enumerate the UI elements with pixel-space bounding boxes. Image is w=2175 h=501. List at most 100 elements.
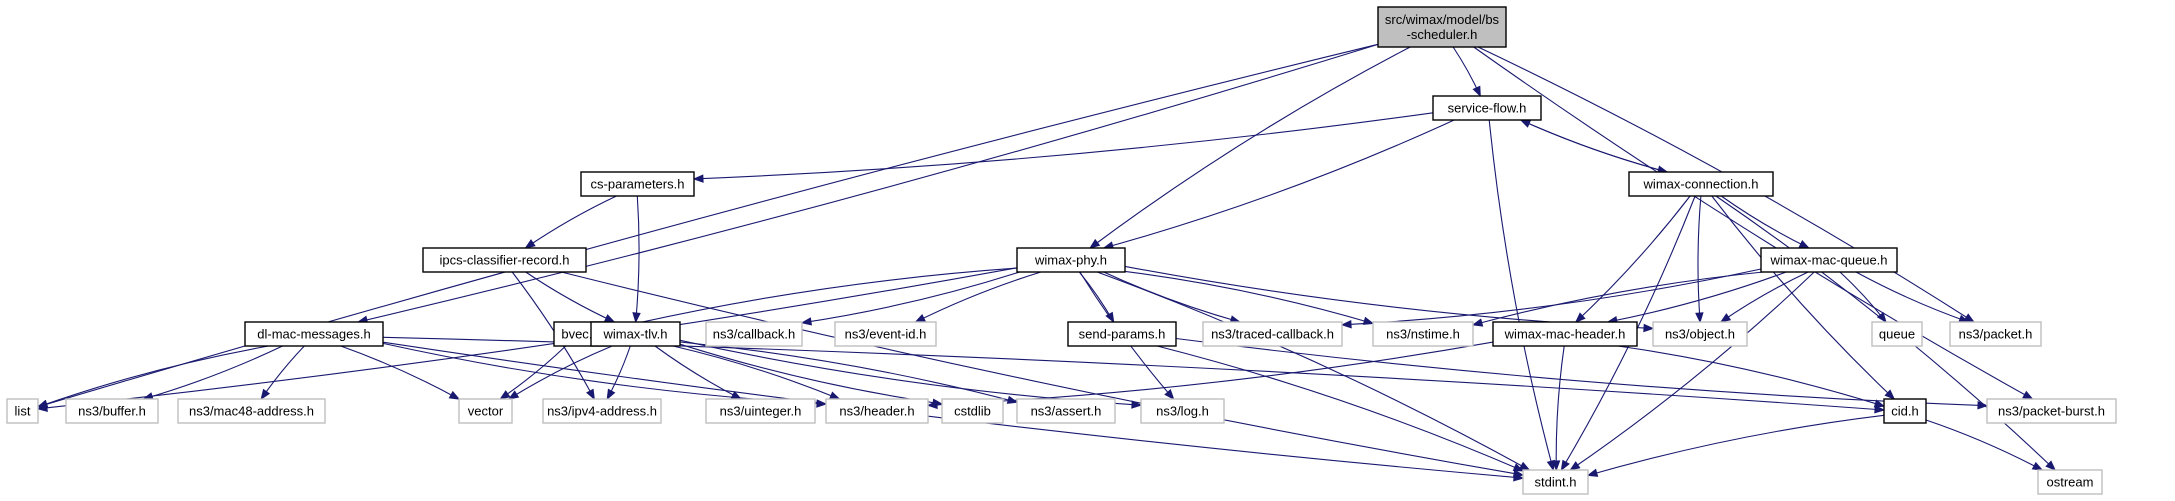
node-box: [244, 321, 384, 347]
edge-service_flow-to-cs_parameters: [693, 112, 1434, 180]
node-wimax-phy[interactable]: wimax-phy.h: [1016, 247, 1126, 273]
edge-wimax_phy-to-stdint: [1097, 271, 1530, 471]
edge-wimax_phy-to-list: [37, 267, 1018, 410]
node-packet-burst: ns3/packet-burst.h: [1986, 398, 2117, 424]
node-label: cstdlib: [954, 404, 991, 419]
node-box: [1067, 321, 1177, 347]
node-box: [65, 398, 159, 424]
edge-cs_parameters-to-ipcs: [525, 195, 617, 249]
edge-wimax_mac_header-to-cid: [1617, 345, 1885, 407]
edge-wimax_mac_queue-to-wimax_mac_header: [1607, 271, 1787, 323]
edge-wimax_mac_header-to-header: [927, 341, 1494, 406]
node-label: -scheduler.h: [1407, 27, 1478, 42]
node-root[interactable]: src/wimax/model/bs-scheduler.h: [1377, 6, 1507, 48]
arrowhead-cid-to-ostream: [2031, 461, 2044, 471]
arrowhead-wimax_mac_header-to-cid: [1873, 399, 1886, 408]
edge-wimax_connection-to-wimax_mac_header: [1575, 195, 1691, 323]
node-label: ns3/header.h: [839, 404, 914, 419]
edge-root-to-wimax_phy: [1089, 46, 1411, 249]
node-box: [1016, 247, 1126, 273]
node-label: src/wimax/model/bs: [1385, 12, 1500, 27]
arrowhead-wimax_connection-to-cid: [1884, 389, 1896, 400]
node-box: [590, 321, 681, 347]
node-label: ns3/nstime.h: [1386, 327, 1460, 342]
node-cs-parameters[interactable]: cs-parameters.h: [580, 171, 695, 197]
arrowhead-cs_parameters-to-ipcs: [524, 239, 536, 249]
edge-wimax_mac_queue-to-object: [1720, 271, 1809, 323]
node-label: dl-mac-messages.h: [257, 327, 370, 342]
node-uinteger: ns3/uinteger.h: [705, 398, 816, 424]
edge-dl_mac-to-mac48: [260, 345, 305, 400]
arrowhead-send_params-to-packet_burst: [1977, 401, 1989, 410]
edge-service_flow-to-stdint: [1488, 119, 1554, 471]
edge-wimax_tlv-to-assert: [679, 341, 1018, 403]
edge-ipcs-to-stdint: [561, 271, 1524, 476]
arrowhead-cs_parameters-to-wimax_tlv: [632, 312, 641, 324]
arrowhead-dl_mac-to-cid: [1874, 405, 1886, 414]
node-box: [1628, 171, 1774, 197]
arrowhead-wimax_connection-to-stdint: [1560, 459, 1570, 472]
node-label: ns3/event-id.h: [845, 327, 927, 342]
node-label: wimax-tlv.h: [602, 327, 667, 342]
node-ipcs[interactable]: ipcs-classifier-record.h: [422, 247, 587, 273]
node-label: list: [15, 404, 31, 419]
node-wimax-mac-header[interactable]: wimax-mac-header.h: [1492, 321, 1638, 347]
node-assert: ns3/assert.h: [1016, 398, 1116, 424]
edge-cid-to-ostream: [1925, 419, 2043, 471]
node-queue: queue: [1871, 321, 1923, 347]
node-service-flow[interactable]: service-flow.h: [1432, 95, 1542, 121]
node-packet: ns3/packet.h: [1949, 321, 2042, 347]
node-buffer: ns3/buffer.h: [65, 398, 159, 424]
edge-cid-to-stdint: [1587, 414, 1885, 476]
node-object: ns3/object.h: [1652, 321, 1748, 347]
node-cstdlib: cstdlib: [941, 398, 1004, 424]
node-label: cid.h: [1891, 404, 1918, 419]
edge-wimax_mac_header-to-stdint: [1555, 345, 1565, 471]
edge-wimax_mac_queue-to-packet: [1855, 271, 1969, 323]
node-box: [834, 321, 937, 347]
arrowhead-root-to-service_flow: [1472, 85, 1481, 98]
edge-wimax_tlv-to-vector: [508, 345, 613, 400]
arrowhead-wimax_mac_queue-to-traced_callback: [1340, 320, 1352, 329]
node-box: [1760, 247, 1898, 273]
edge-wimax_phy-to-traced_callback: [1103, 271, 1240, 323]
node-box: [1016, 398, 1116, 424]
node-box: [1372, 321, 1474, 347]
node-label: ns3/packet-burst.h: [1998, 404, 2105, 419]
edge-service_flow-to-wimax_phy: [1103, 119, 1455, 249]
node-wimax-mac-queue[interactable]: wimax-mac-queue.h: [1760, 247, 1898, 273]
node-label: ns3/traced-callback.h: [1211, 327, 1334, 342]
edge-wimax_phy-to-object: [1124, 265, 1654, 330]
edge-wimax_tlv-to-uinteger: [654, 345, 742, 400]
arrowhead-wimax_mac_queue-to-stdint: [1569, 461, 1581, 471]
edge-dl_mac-to-buffer: [143, 345, 283, 400]
node-wimax-tlv[interactable]: wimax-tlv.h: [590, 321, 681, 347]
edge-wimax_phy-to-bvec: [606, 267, 1018, 331]
node-label: service-flow.h: [1448, 101, 1527, 116]
node-wimax-connection[interactable]: wimax-connection.h: [1628, 171, 1774, 197]
node-label: ns3/buffer.h: [78, 404, 146, 419]
arrowhead-wimax_connection-to-ostream: [2045, 460, 2057, 471]
node-box: [1432, 95, 1542, 121]
node-label: ns3/assert.h: [1031, 404, 1102, 419]
node-label: ipcs-classifier-record.h: [439, 253, 569, 268]
arrowhead-service_flow-to-cs_parameters: [692, 174, 704, 183]
edge-root-to-dl_mac: [357, 43, 1379, 323]
node-dl-mac[interactable]: dl-mac-messages.h: [244, 321, 384, 347]
arrowhead-wimax_connection-to-wimax_mac_header: [1574, 312, 1586, 323]
node-label: queue: [1879, 327, 1915, 342]
edge-wimax_mac_queue-to-queue: [1839, 271, 1887, 323]
node-ostream: ostream: [2037, 469, 2103, 495]
node-vector: vector: [458, 398, 513, 424]
node-list: list: [6, 398, 39, 424]
node-box: [6, 398, 39, 424]
node-send-params[interactable]: send-params.h: [1067, 321, 1177, 347]
arrowhead-cid-to-stdint: [1586, 468, 1599, 477]
node-box: [705, 398, 816, 424]
arrowhead-dl_mac-to-stdint: [1513, 473, 1525, 482]
arrowhead-wimax_mac_queue-to-object: [1719, 313, 1732, 323]
edge-send_params-to-packet_burst: [1175, 337, 1988, 407]
node-label: wimax-phy.h: [1034, 253, 1107, 268]
node-cid[interactable]: cid.h: [1883, 398, 1927, 424]
arrowhead-wimax_tlv-to-ipv4: [606, 388, 616, 401]
